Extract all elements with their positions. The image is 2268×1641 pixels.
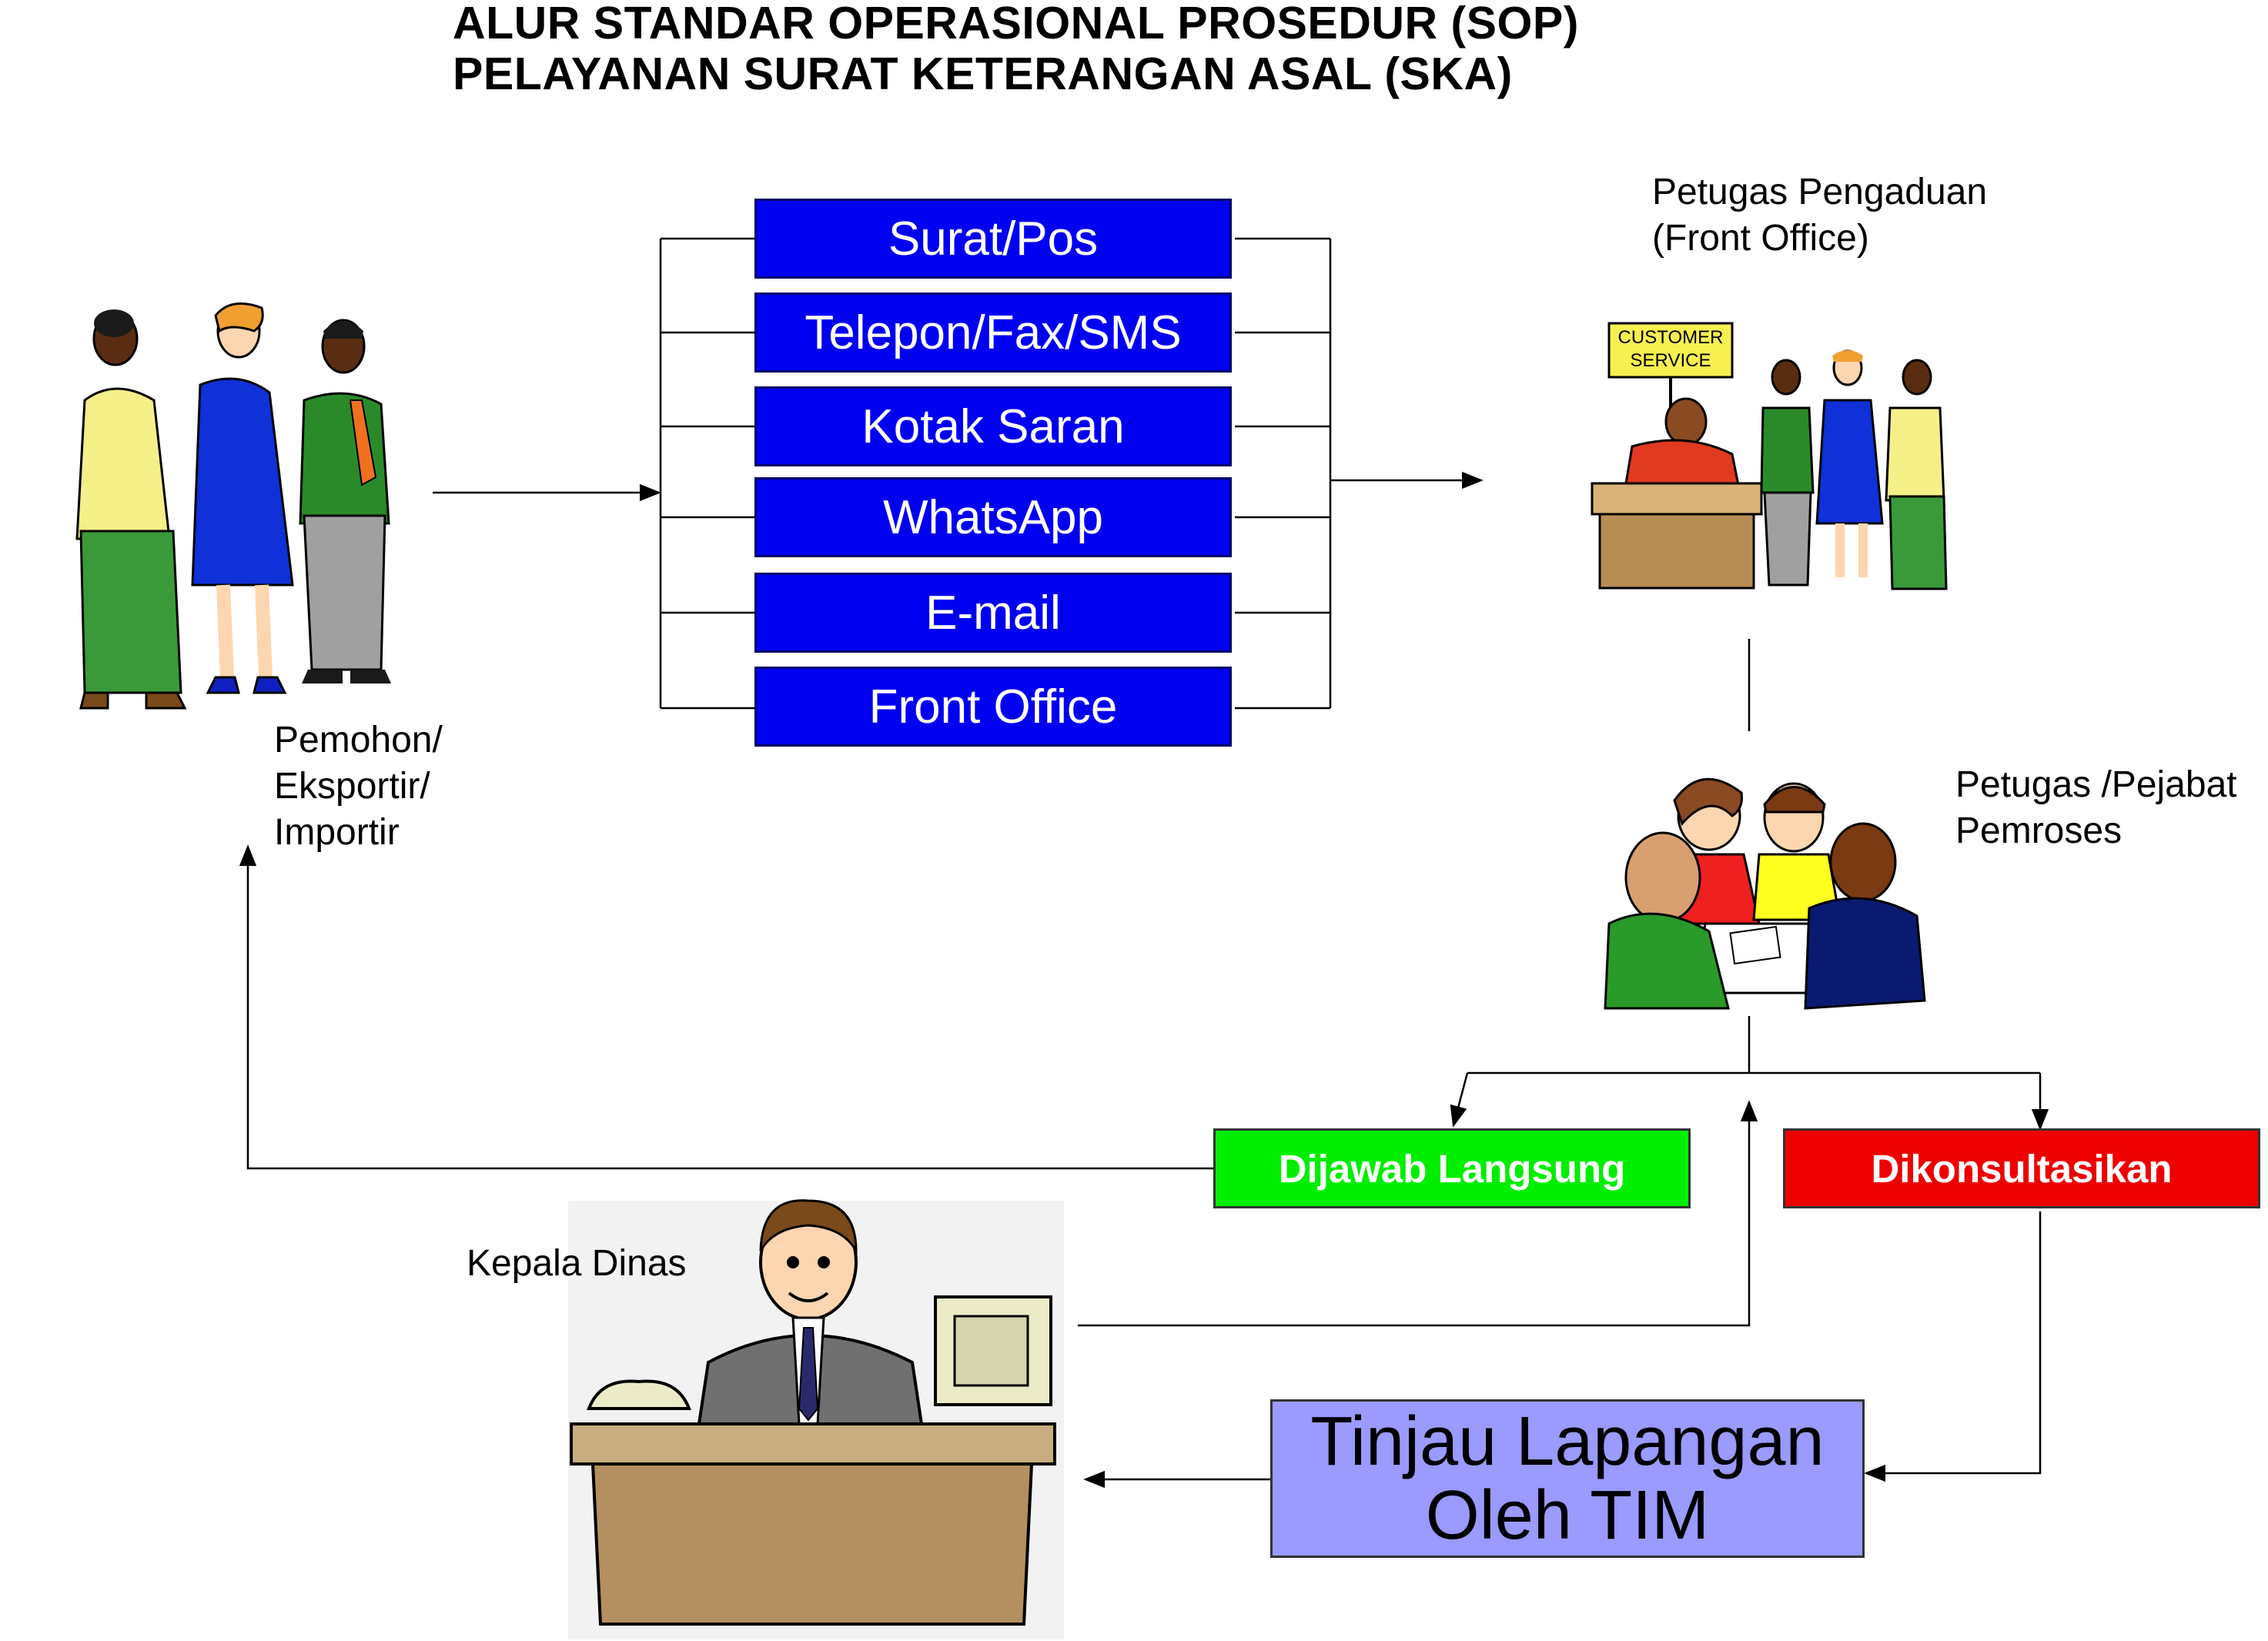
field-survey-line-1: Tinjau Lapangan bbox=[1310, 1403, 1825, 1480]
applicant-group-illustration bbox=[75, 302, 391, 710]
channel-telepon-fax-sms: Telepon/Fax/SMS bbox=[754, 292, 1232, 373]
channel-whatsapp: WhatsApp bbox=[754, 477, 1232, 557]
front-office-label-line-2: (Front Office) bbox=[1652, 218, 1869, 259]
applicant-label: Pemohon/ Eksportir/ Importir bbox=[274, 717, 443, 856]
front-office-illustration bbox=[1591, 322, 1948, 590]
arrow-direct-to-applicant bbox=[239, 844, 1213, 1170]
applicant-label-line-1: Pemohon/ bbox=[274, 720, 443, 760]
processor-label-line-1: Petugas /Pejabat bbox=[1955, 764, 2237, 805]
channel-kotak-saran: Kotak Saran bbox=[754, 386, 1232, 466]
outcome-direct-answer: Dijawab Langsung bbox=[1213, 1128, 1691, 1208]
head-label: Kepala Dinas bbox=[467, 1243, 687, 1284]
sign-line-1: CUSTOMER bbox=[1617, 327, 1724, 348]
front-office-label: Petugas Pengaduan (Front Office) bbox=[1652, 169, 1987, 262]
field-survey-box: Tinjau Lapangan Oleh TIM bbox=[1270, 1399, 1865, 1558]
arrow-consult-to-survey bbox=[1864, 1212, 2042, 1482]
head-office-illustration bbox=[568, 1199, 1064, 1639]
channel-surat-pos: Surat/Pos bbox=[754, 199, 1232, 279]
field-survey-line-2: Oleh TIM bbox=[1425, 1477, 1710, 1554]
outcome-consult: Dikonsultasikan bbox=[1783, 1128, 2260, 1208]
channel-email: E-mail bbox=[754, 573, 1232, 653]
processor-label-line-2: Pemroses bbox=[1955, 810, 2122, 851]
applicant-label-line-2: Eksportir/ bbox=[274, 766, 430, 807]
sign-line-2: SERVICE bbox=[1630, 350, 1711, 371]
front-office-label-line-1: Petugas Pengaduan bbox=[1652, 172, 1988, 212]
arrow-to-direct bbox=[1450, 1072, 1469, 1128]
applicant-label-line-3: Importir bbox=[274, 812, 400, 853]
arrow-head-to-processor bbox=[1078, 1100, 1758, 1327]
channel-front-office: Front Office bbox=[754, 667, 1232, 747]
title-line-2: PELAYANAN SURAT KETERANGAN ASAL (SKA) bbox=[453, 48, 1513, 99]
customer-service-sign: CUSTOMER SERVICE bbox=[1611, 326, 1731, 373]
processor-meeting-illustration bbox=[1604, 777, 1926, 1010]
processor-label: Petugas /Pejabat Pemroses bbox=[1955, 762, 2237, 854]
title-line-1: ALUR STANDAR OPERASIONAL PROSEDUR (SOP) bbox=[453, 0, 1579, 48]
